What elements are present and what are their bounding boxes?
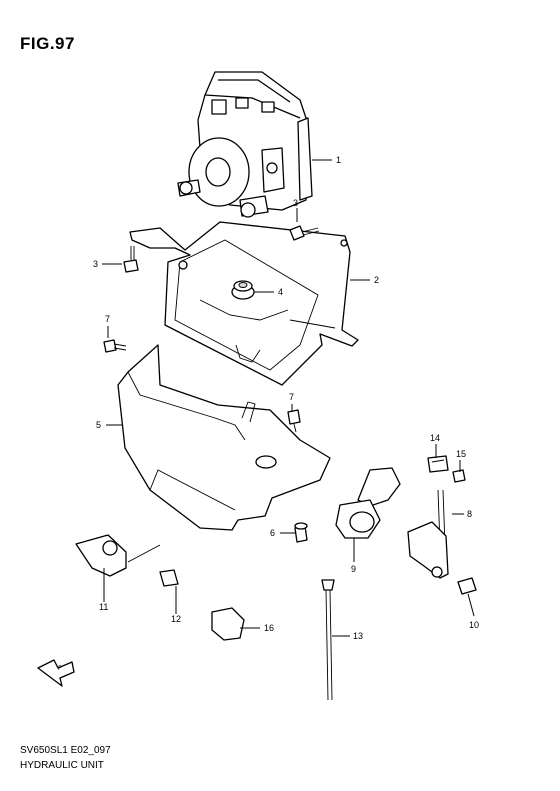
hydraulic-unit [177,71,313,218]
cover [117,344,331,531]
leader-lines [102,159,475,637]
callout-3-left: 3 [93,259,98,269]
sensor-8 [407,489,449,579]
cable-tie-13 [321,579,335,701]
callout-16: 16 [264,623,274,633]
grommet [231,280,255,300]
callout-11: 11 [99,602,108,612]
figure-code: SV650SL1 E02_097 [20,745,111,756]
figure-name: HYDRAULIC UNIT [20,760,104,771]
callout-12: 12 [171,614,181,624]
front-direction-arrow-icon: F [37,659,75,687]
callout-10: 10 [469,620,479,630]
bolt-3-left [123,246,139,273]
callout-7-lower: 7 [289,392,294,402]
callout-15: 15 [456,449,466,459]
callout-8: 8 [467,509,472,519]
clip-14 [427,455,449,473]
bolt-12 [159,569,179,587]
callout-13: 13 [353,631,363,641]
callout-2: 2 [374,275,379,285]
screw-15 [452,469,466,483]
screw-7-lower [287,409,301,433]
bolt-3-upper [289,225,320,241]
callout-5: 5 [96,420,101,430]
callout-7-upper: 7 [105,314,110,324]
callout-14: 14 [430,433,440,443]
bracket [129,221,359,386]
svg-text:F: F [58,665,62,672]
figure-title: FIG.97 [20,34,75,53]
callout-1: 1 [336,155,341,165]
screw-7-upper [103,339,127,353]
sensor-11 [75,534,161,577]
callout-9: 9 [351,564,356,574]
bolt-10 [457,577,477,595]
callout-6: 6 [270,528,275,538]
callout-4: 4 [278,287,283,297]
callout-3-upper: 3 [293,198,298,208]
sensor-bracket-9 [335,467,401,539]
clip-6 [294,522,308,543]
clamp-16 [211,607,245,641]
